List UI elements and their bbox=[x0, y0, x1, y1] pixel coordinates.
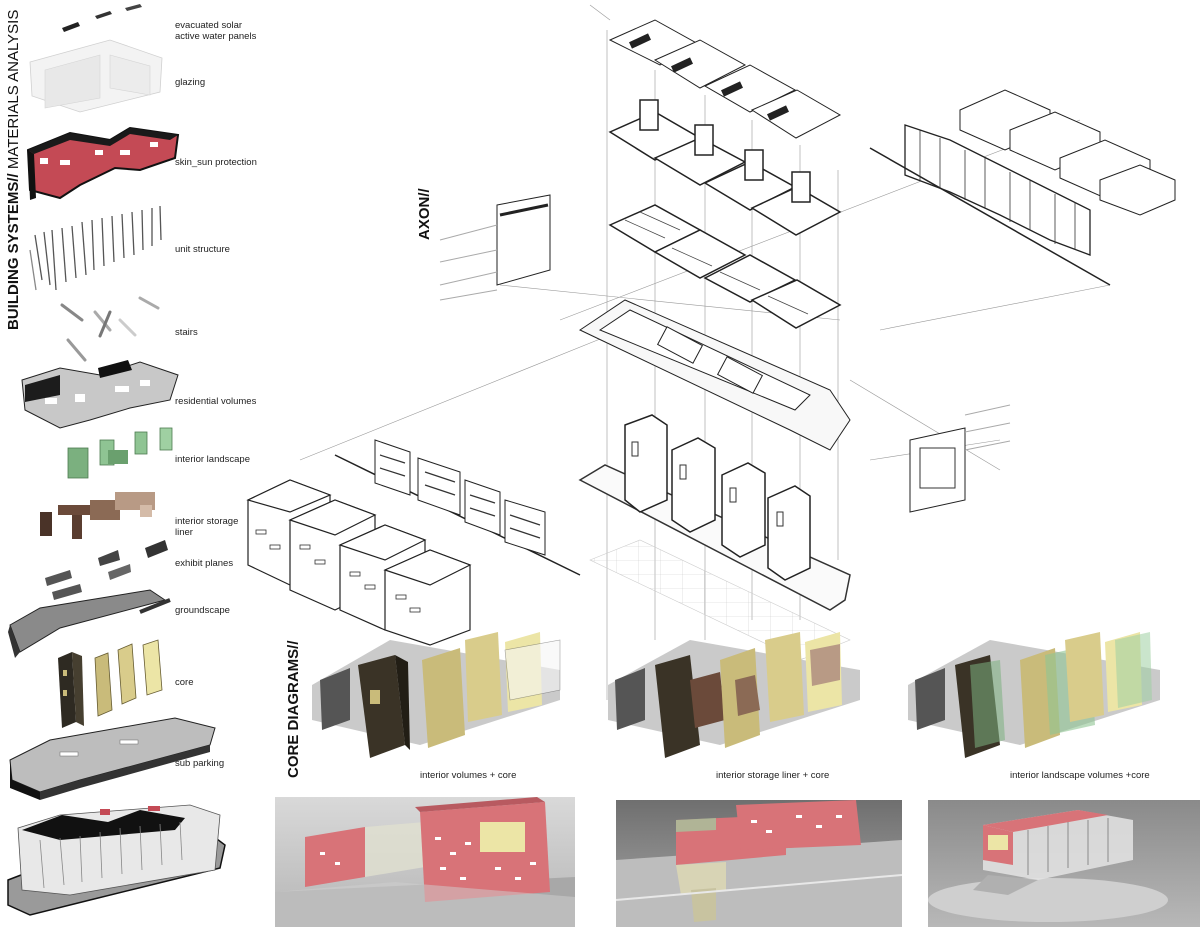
layer-interior-landscape bbox=[67, 427, 173, 479]
render-aerial-view-graphic bbox=[616, 800, 902, 927]
layer-groundscape bbox=[8, 589, 171, 658]
render-street-view-graphic bbox=[275, 797, 575, 927]
layer-label-core: core bbox=[175, 677, 194, 688]
layer-stairs bbox=[60, 296, 160, 362]
layer-label-skin: skin_sun protection bbox=[175, 157, 257, 168]
layer-label-unit-structure: unit structure bbox=[175, 244, 230, 255]
layer-core bbox=[58, 639, 163, 728]
core-caption-volumes: interior volumes + core bbox=[420, 770, 517, 781]
axon-section-elevation-left bbox=[439, 194, 551, 301]
layer-label-solar: evacuated solar active water panels bbox=[175, 20, 257, 42]
layer-label-glazing: glazing bbox=[175, 77, 206, 88]
layer-interior-storage bbox=[40, 492, 155, 539]
axon-parking-grid bbox=[589, 539, 851, 661]
axon-drawing bbox=[246, 4, 1176, 700]
layer-assembled-building bbox=[7, 804, 226, 916]
layer-glazing bbox=[29, 39, 163, 113]
layer-solar-panels bbox=[62, 4, 142, 32]
layer-exhibit-planes bbox=[45, 540, 168, 600]
layer-residential-volumes bbox=[21, 360, 179, 429]
layer-label-interior-landscape: interior landscape bbox=[175, 454, 250, 465]
core-caption-storage: interior storage liner + core bbox=[716, 770, 830, 781]
layer-label-exhibit-planes: exhibit planes bbox=[175, 558, 234, 569]
layer-skin bbox=[26, 126, 180, 200]
axon-unit-level-2 bbox=[608, 99, 842, 236]
core-caption-landscape: interior landscape volumes +core bbox=[1010, 770, 1150, 781]
layer-label-interior-storage: interior storage liner bbox=[175, 516, 239, 538]
render-site-model-graphic bbox=[928, 810, 1168, 922]
axon-top-right-volumes bbox=[959, 89, 1176, 216]
axon-roof-level bbox=[608, 19, 842, 139]
layer-label-groundscape: groundscape bbox=[175, 605, 230, 616]
layer-label-sub-parking: sub parking bbox=[175, 758, 225, 769]
axon-exhibit-elevation bbox=[334, 439, 581, 576]
axon-core-towers bbox=[578, 414, 851, 611]
render-street-view bbox=[275, 797, 575, 927]
axon-ground-plan bbox=[578, 299, 851, 451]
core-diagram-landscape bbox=[908, 632, 1160, 758]
axon-side-elevation-right bbox=[869, 124, 1111, 286]
layer-label-stairs: stairs bbox=[175, 327, 198, 338]
core-diagram-volumes bbox=[312, 632, 561, 758]
render-site-model bbox=[928, 800, 1200, 927]
axon-residential-blocks bbox=[246, 479, 472, 646]
layer-sub-parking bbox=[9, 717, 216, 800]
axon-section-elevation-right bbox=[909, 404, 1011, 513]
layer-label-residential: residential volumes bbox=[175, 396, 257, 407]
render-aerial-view bbox=[616, 800, 902, 927]
axon-unit-level-1 bbox=[608, 204, 842, 329]
core-diagram-storage bbox=[608, 632, 860, 758]
layer-unit-structure bbox=[29, 205, 162, 291]
